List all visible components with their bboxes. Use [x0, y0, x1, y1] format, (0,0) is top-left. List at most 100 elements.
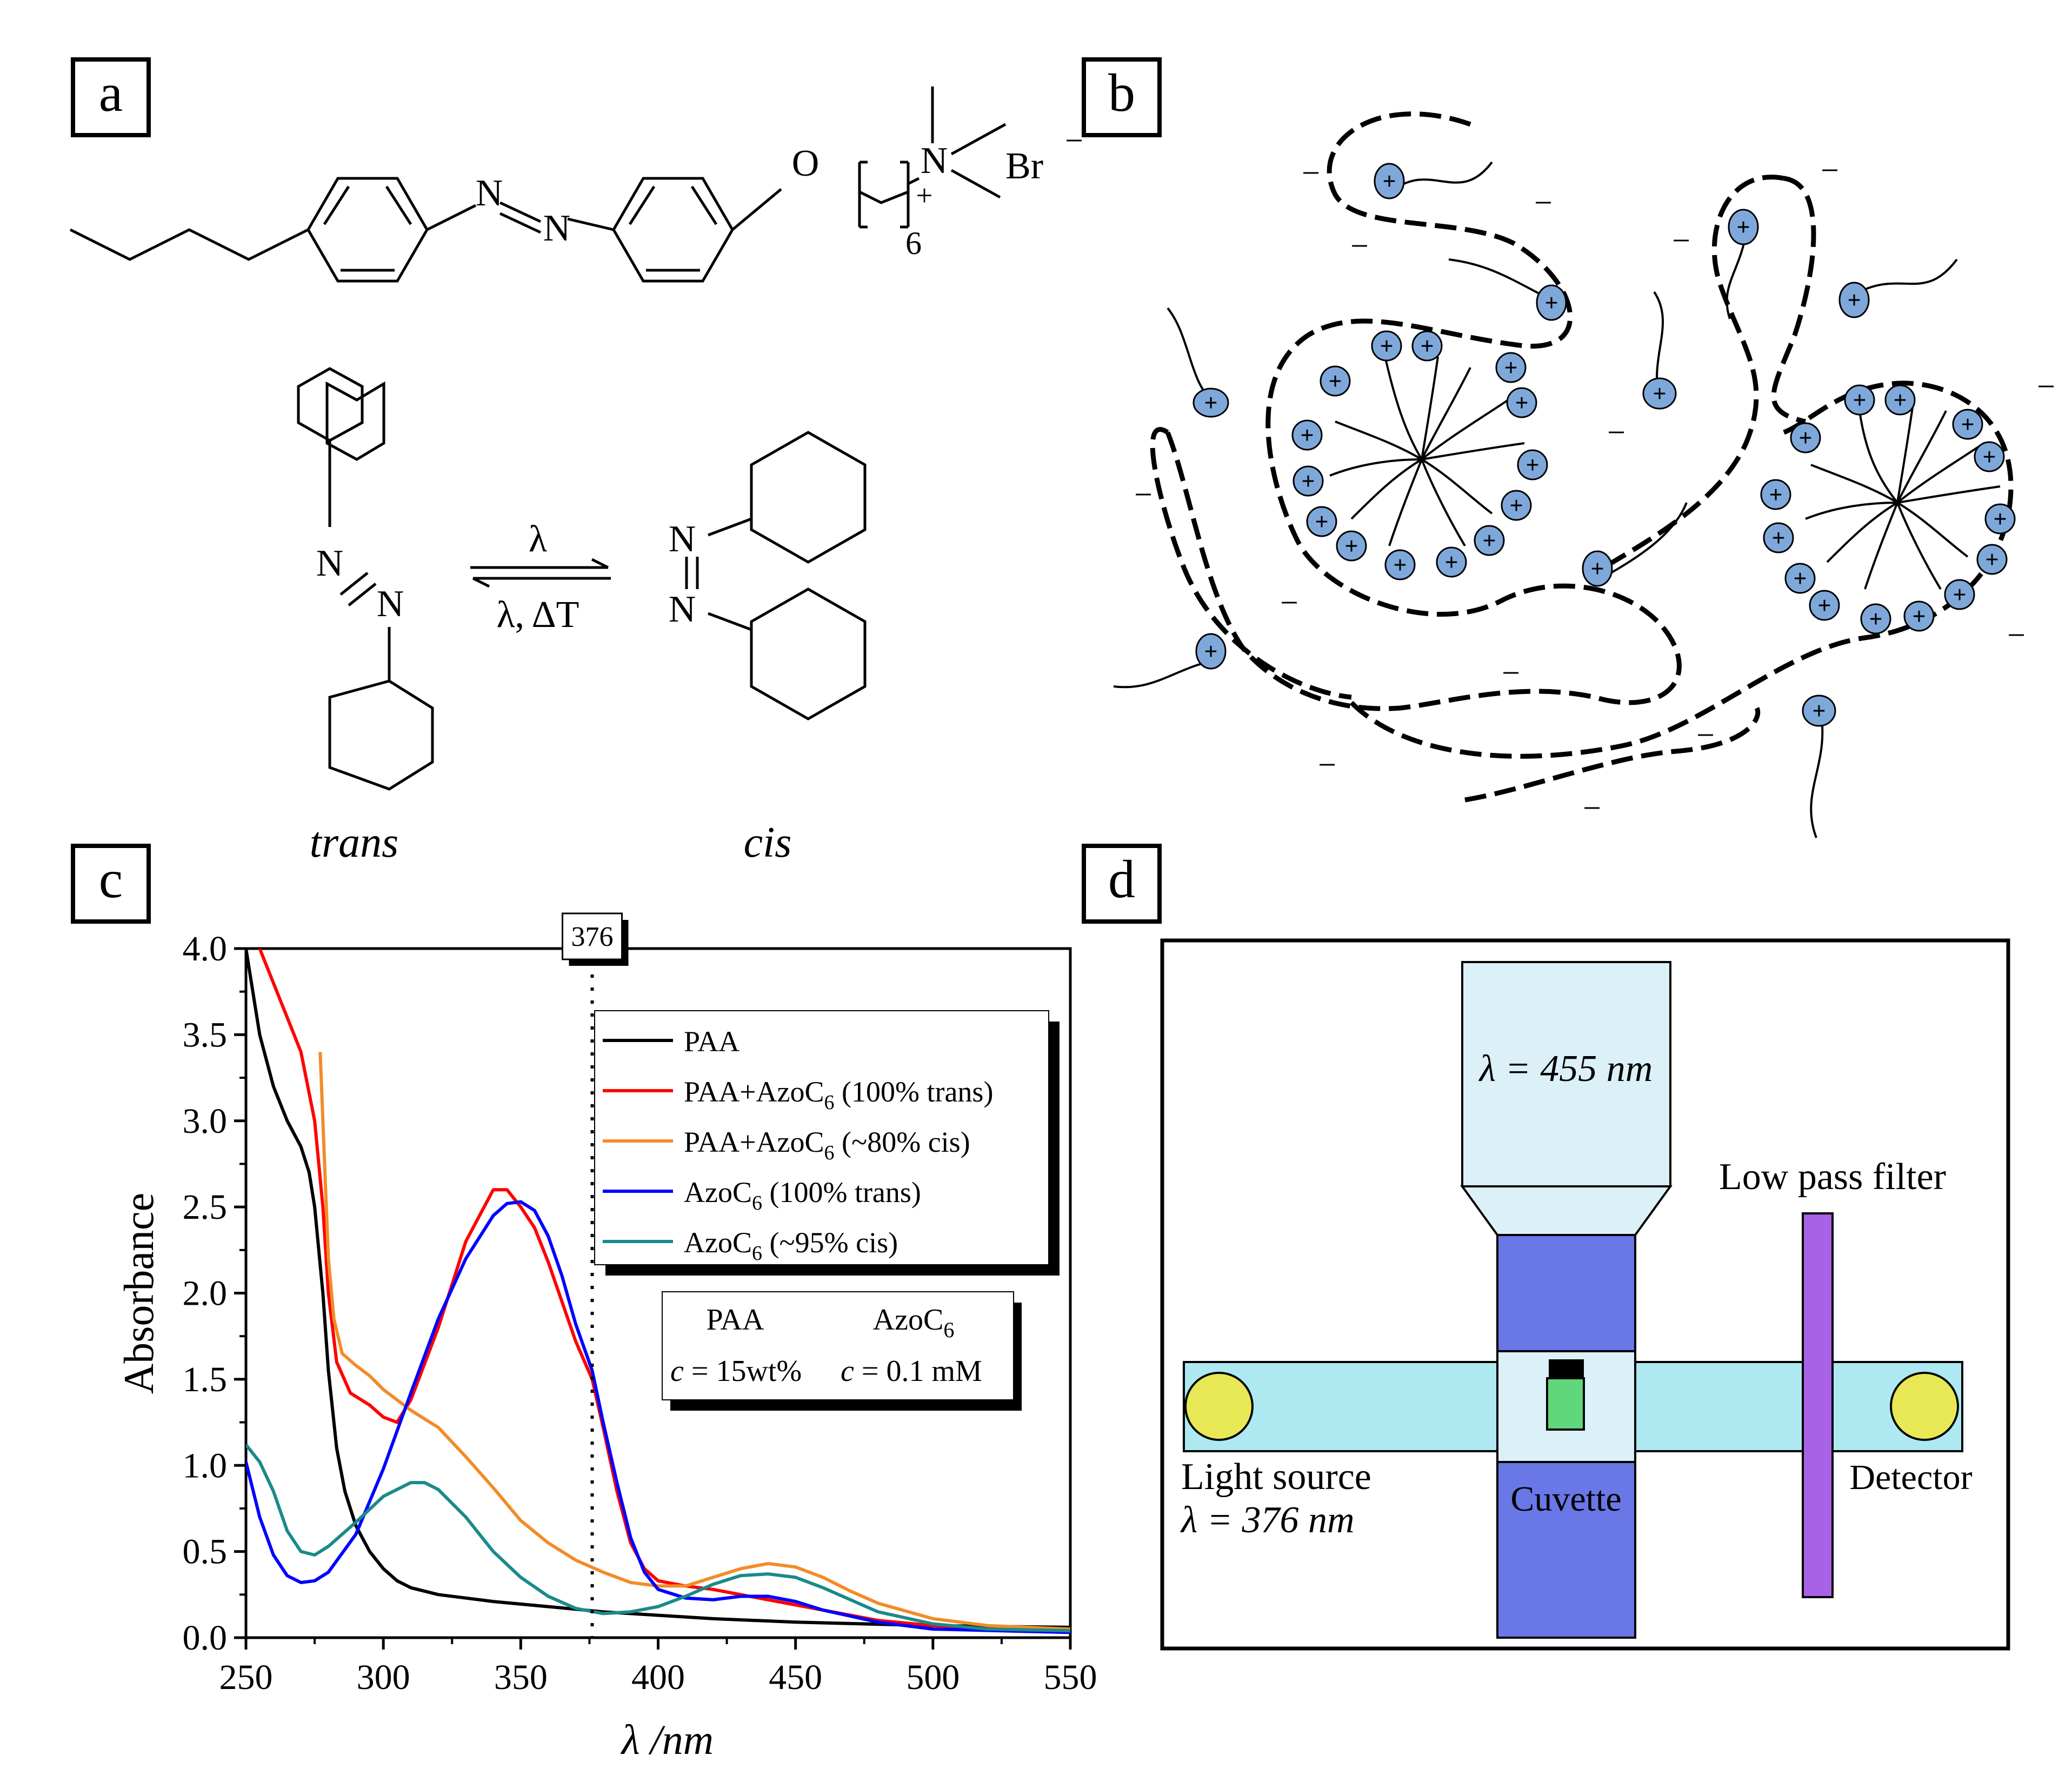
svg-text:+: +	[1515, 390, 1528, 416]
trans-n-1: N	[316, 543, 344, 584]
svg-text:−: −	[2037, 369, 2055, 404]
x-tick-label: 450	[769, 1658, 822, 1697]
filter-label: Low pass filter	[1719, 1156, 1946, 1198]
panel-b-label-box	[1082, 57, 1162, 137]
svg-text:+: +	[1812, 698, 1826, 724]
svg-text:−: −	[1302, 155, 1320, 191]
svg-text:+: +	[1961, 411, 1974, 438]
svg-text:+: +	[1985, 546, 1998, 573]
butyl-chain	[69, 228, 309, 261]
conc-paa-head: PAA	[707, 1303, 764, 1337]
benzene-ring-2	[612, 177, 734, 283]
lamp-wavelength-label: λ = 455 nm	[1478, 1048, 1653, 1090]
svg-text:+: +	[1769, 482, 1782, 508]
light-source-icon	[1184, 1372, 1254, 1441]
panel-c-label-box	[71, 844, 151, 924]
panel-a: a O N N N + 6 Br −	[69, 57, 1083, 866]
low-pass-filter	[1802, 1212, 1834, 1598]
svg-text:+: +	[1204, 390, 1217, 416]
svg-text:+: +	[1482, 528, 1496, 554]
svg-text:+: +	[1382, 168, 1396, 195]
svg-text:+: +	[1393, 552, 1407, 578]
svg-text:+: +	[1993, 506, 2007, 532]
cis-n-1: N	[669, 518, 696, 560]
svg-text:+: +	[1817, 592, 1831, 619]
source-wavelength-label: λ = 376 nm	[1180, 1499, 1355, 1541]
trans-azobenzene	[297, 367, 434, 791]
marker-label: 376	[571, 922, 614, 952]
svg-text:+: +	[1444, 549, 1458, 576]
svg-text:+: +	[1380, 333, 1393, 359]
panel-a-label: a	[99, 63, 123, 123]
svg-text:−: −	[1280, 585, 1298, 620]
y-tick-label: 4.0	[183, 929, 228, 969]
y-tick-label: 1.5	[183, 1360, 228, 1399]
svg-text:+: +	[1847, 287, 1861, 313]
y-tick-label: 0.0	[183, 1618, 228, 1658]
equilibrium-arrows	[470, 558, 611, 588]
surfactant-heads	[1192, 163, 2016, 727]
anion-labels: − − − − − − − − − − − − − −	[1134, 152, 2055, 826]
svg-text:+: +	[1301, 468, 1315, 495]
y-tick-label: 3.0	[183, 1102, 228, 1141]
series-layer	[246, 949, 1070, 1634]
svg-text:−: −	[1583, 790, 1601, 826]
svg-text:+: +	[1853, 387, 1866, 413]
panel-c-label: c	[99, 849, 123, 909]
conc-azo-value: c = 0.1 mM	[841, 1354, 982, 1388]
svg-text:+: +	[1509, 492, 1523, 519]
detector-icon	[1890, 1372, 1959, 1441]
x-axis-label: λ /nm	[621, 1716, 714, 1763]
svg-text:+: +	[1204, 638, 1217, 665]
cuvette-label: Cuvette	[1510, 1479, 1621, 1519]
micelle-right	[1805, 399, 2001, 590]
x-tick-label: 350	[494, 1658, 548, 1697]
panel-d-label-box	[1082, 844, 1162, 924]
ammonium-n: N	[921, 140, 948, 182]
legend-label-3: PAA+AzoC6 (~80% cis)	[684, 1126, 970, 1164]
illumination-column-top	[1496, 1234, 1636, 1363]
y-axis-label: Absorbance	[115, 1193, 162, 1394]
svg-text:+: +	[1544, 290, 1558, 316]
azo-bond-1	[426, 204, 477, 231]
polymer-chains	[1150, 111, 2014, 803]
svg-text:+: +	[1953, 582, 1966, 608]
x-tick-label: 500	[906, 1658, 960, 1697]
panel-d-label: d	[1108, 849, 1135, 909]
cis-label: cis	[744, 819, 792, 866]
svg-text:+: +	[1315, 509, 1328, 535]
series-line-3	[318, 1052, 1070, 1631]
svg-text:−: −	[1672, 223, 1690, 258]
svg-text:+: +	[1771, 525, 1785, 551]
svg-text:+: +	[1300, 422, 1314, 449]
free-surfactant-tails	[1113, 161, 1958, 838]
svg-text:+: +	[1869, 606, 1882, 632]
svg-text:−: −	[1696, 717, 1715, 753]
concentration-box: PAA AzoC6 c = 15wt% c = 0.1 mM	[662, 1291, 1022, 1411]
forward-condition: λ	[529, 518, 547, 560]
svg-text:−: −	[1318, 747, 1336, 783]
series-line-5	[246, 1444, 1070, 1633]
svg-text:+: +	[1912, 603, 1926, 630]
panel-d: d λ = 455 nm Low pass filter Light sourc…	[1082, 844, 2010, 1651]
counterion: Br	[1005, 145, 1043, 187]
oxygen-atom: O	[792, 143, 820, 184]
trans-label: trans	[310, 819, 399, 866]
illumination-column-bottom	[1496, 1461, 1636, 1639]
backward-condition: λ, ΔT	[497, 594, 579, 636]
counterion-charge: −	[1065, 123, 1083, 158]
series-line-4	[246, 1200, 1070, 1634]
legend-label-4: AzoC6 (100% trans)	[684, 1176, 921, 1214]
cuvette-cap	[1549, 1359, 1584, 1378]
svg-text:+: +	[1590, 556, 1604, 582]
y-tick-label: 2.0	[183, 1274, 228, 1313]
x-tick-label: 400	[631, 1658, 685, 1697]
detector-label: Detector	[1849, 1458, 1972, 1497]
cis-azobenzene	[685, 431, 867, 720]
y-tick-label: 1.0	[183, 1446, 228, 1485]
chain-subscript: 6	[905, 225, 922, 261]
